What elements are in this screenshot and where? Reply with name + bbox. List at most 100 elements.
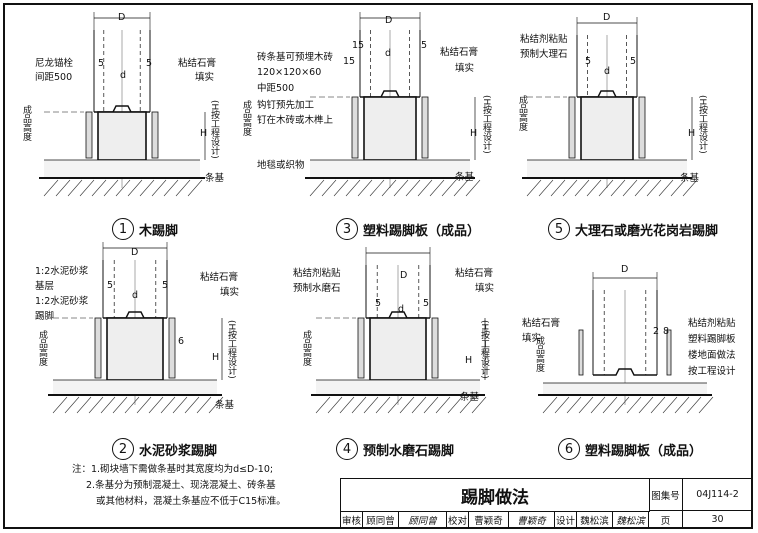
detail-2-label: 基层 [35, 281, 55, 292]
detail-5-label: 成品高度 [517, 95, 527, 131]
skirting-board-right [421, 96, 429, 159]
floor-layer [527, 160, 687, 178]
ground-hatch [333, 179, 349, 197]
floor-layer [310, 160, 470, 178]
detail-1-label: 尼龙锚栓 [35, 58, 74, 69]
skirting-board-left [94, 317, 102, 379]
ground-hatch [634, 179, 650, 197]
ground-hatch [151, 179, 167, 197]
detail-3-label: 5 [421, 40, 428, 51]
detail-title: 预制水磨石踢脚 [363, 443, 455, 459]
ground-hatch [103, 179, 119, 197]
detail-number-circle: 6 [558, 438, 580, 460]
skirting-board-left [351, 96, 359, 159]
detail-3-label: 15 [352, 40, 365, 51]
ground-hatch [88, 396, 104, 414]
ground-hatch [550, 179, 566, 197]
detail-2-label: 粘结石膏 [200, 272, 239, 283]
detail-5-label: (H按工程设计) [697, 95, 707, 154]
floor-layer [44, 160, 200, 178]
strip-foundation [369, 317, 427, 381]
detail-6-label: 填实 [522, 333, 542, 344]
ground-hatch [670, 179, 686, 197]
detail-number-circle: 2 [112, 438, 134, 460]
strip-foundation [580, 96, 634, 161]
detail-2-label: 条基 [215, 400, 235, 411]
detail-2-label: 成品高度 [37, 330, 47, 366]
detail-caption: 4 预制水磨石踢脚 [336, 438, 454, 460]
detail-title: 大理石或磨光花岗岩踢脚 [575, 223, 719, 239]
detail-4-label: H [465, 355, 473, 366]
detail-3-label: d [385, 48, 392, 59]
detail-3-label: 中距500 [257, 83, 295, 94]
ground-hatch [614, 396, 630, 414]
ground-hatch [339, 396, 355, 414]
ground-hatch [184, 396, 200, 414]
ground-hatch [357, 179, 373, 197]
detail-2-label: 1:2水泥砂浆 [35, 296, 89, 307]
strip-foundation [97, 111, 147, 161]
ground-hatch [686, 396, 702, 414]
ground-hatch [124, 396, 140, 414]
detail-6-label: 2 [653, 326, 660, 337]
note-1: 注：1.砌块墙下需做条基时其宽度均为d≤D-10; [72, 464, 274, 475]
ground-hatch [578, 396, 594, 414]
detail-2-label: 5 [162, 280, 169, 291]
detail-1-label: d [120, 70, 127, 81]
ground-hatch [43, 179, 59, 197]
detail-1-label: 粘结石膏 [178, 58, 217, 69]
detail-1-label: 条基 [205, 173, 225, 184]
detail-5-label: H [688, 128, 696, 139]
detail-2-label: 5 [107, 280, 114, 291]
detail-5-label: D [603, 12, 611, 23]
ground-hatch [100, 396, 116, 414]
ground-hatch [674, 396, 690, 414]
skirting-board-left [85, 111, 93, 159]
detail-2-label: d [132, 290, 139, 301]
detail-2-label: 填实 [220, 287, 240, 298]
floor-layer [316, 380, 480, 395]
detail-1-label: H [200, 128, 208, 139]
ground-hatch [602, 396, 618, 414]
detail-6-label: 粘结剂粘贴 [688, 318, 736, 329]
checker-signature: 曹颖奇 [509, 511, 555, 529]
design-label: 设计 [555, 511, 577, 529]
atlas-label: 图集号 [649, 479, 683, 511]
note-2-cont: 或其他材料，混凝土条基应不低于C15标准。 [96, 496, 286, 507]
detail-2-label: 6 [178, 336, 185, 347]
floor-layer [543, 383, 707, 395]
detail-3-label: 钩钉预先加工 [257, 100, 315, 111]
detail-number-circle: 4 [336, 438, 358, 460]
detail-2-label: 1:2水泥砂浆 [35, 266, 89, 277]
ground-hatch [112, 396, 128, 414]
detail-5-label: 粘结剂粘贴 [520, 34, 568, 45]
detail-5-label: 条基 [680, 173, 700, 184]
detail-4-label: 成品高度 [301, 330, 311, 366]
ground-hatch [309, 179, 325, 197]
ground-hatch [453, 179, 469, 197]
ground-hatch [91, 179, 107, 197]
detail-4-label: 5 [375, 298, 382, 309]
ground-hatch [435, 396, 451, 414]
detail-1-label: 间距500 [35, 72, 73, 83]
ground-hatch [387, 396, 403, 414]
detail-4-label: 粘结石膏 [455, 268, 494, 279]
detail-3-label: 成品高度 [241, 100, 251, 136]
checker-name: 曹颖奇 [469, 511, 509, 529]
skirting-board-left [357, 317, 365, 379]
ground-hatch [363, 396, 379, 414]
ground-hatch [67, 179, 83, 197]
detail-1-label: 成品高度 [21, 105, 31, 141]
ground-hatch [399, 396, 415, 414]
ground-hatch [175, 179, 191, 197]
detail-3-label: H [470, 128, 478, 139]
notes: 注：1.砌块墙下需做条基时其宽度均为d≤D-10; 2.条基分为预制混凝土、现浇… [72, 462, 286, 510]
detail-4-label: 5 [423, 298, 430, 309]
ground-hatch [447, 396, 463, 414]
reviewer-name: 顾同曾 [363, 511, 399, 529]
ground-hatch [315, 396, 331, 414]
detail-2-label: (H按工程设计) [226, 320, 236, 379]
ground-hatch [646, 179, 662, 197]
